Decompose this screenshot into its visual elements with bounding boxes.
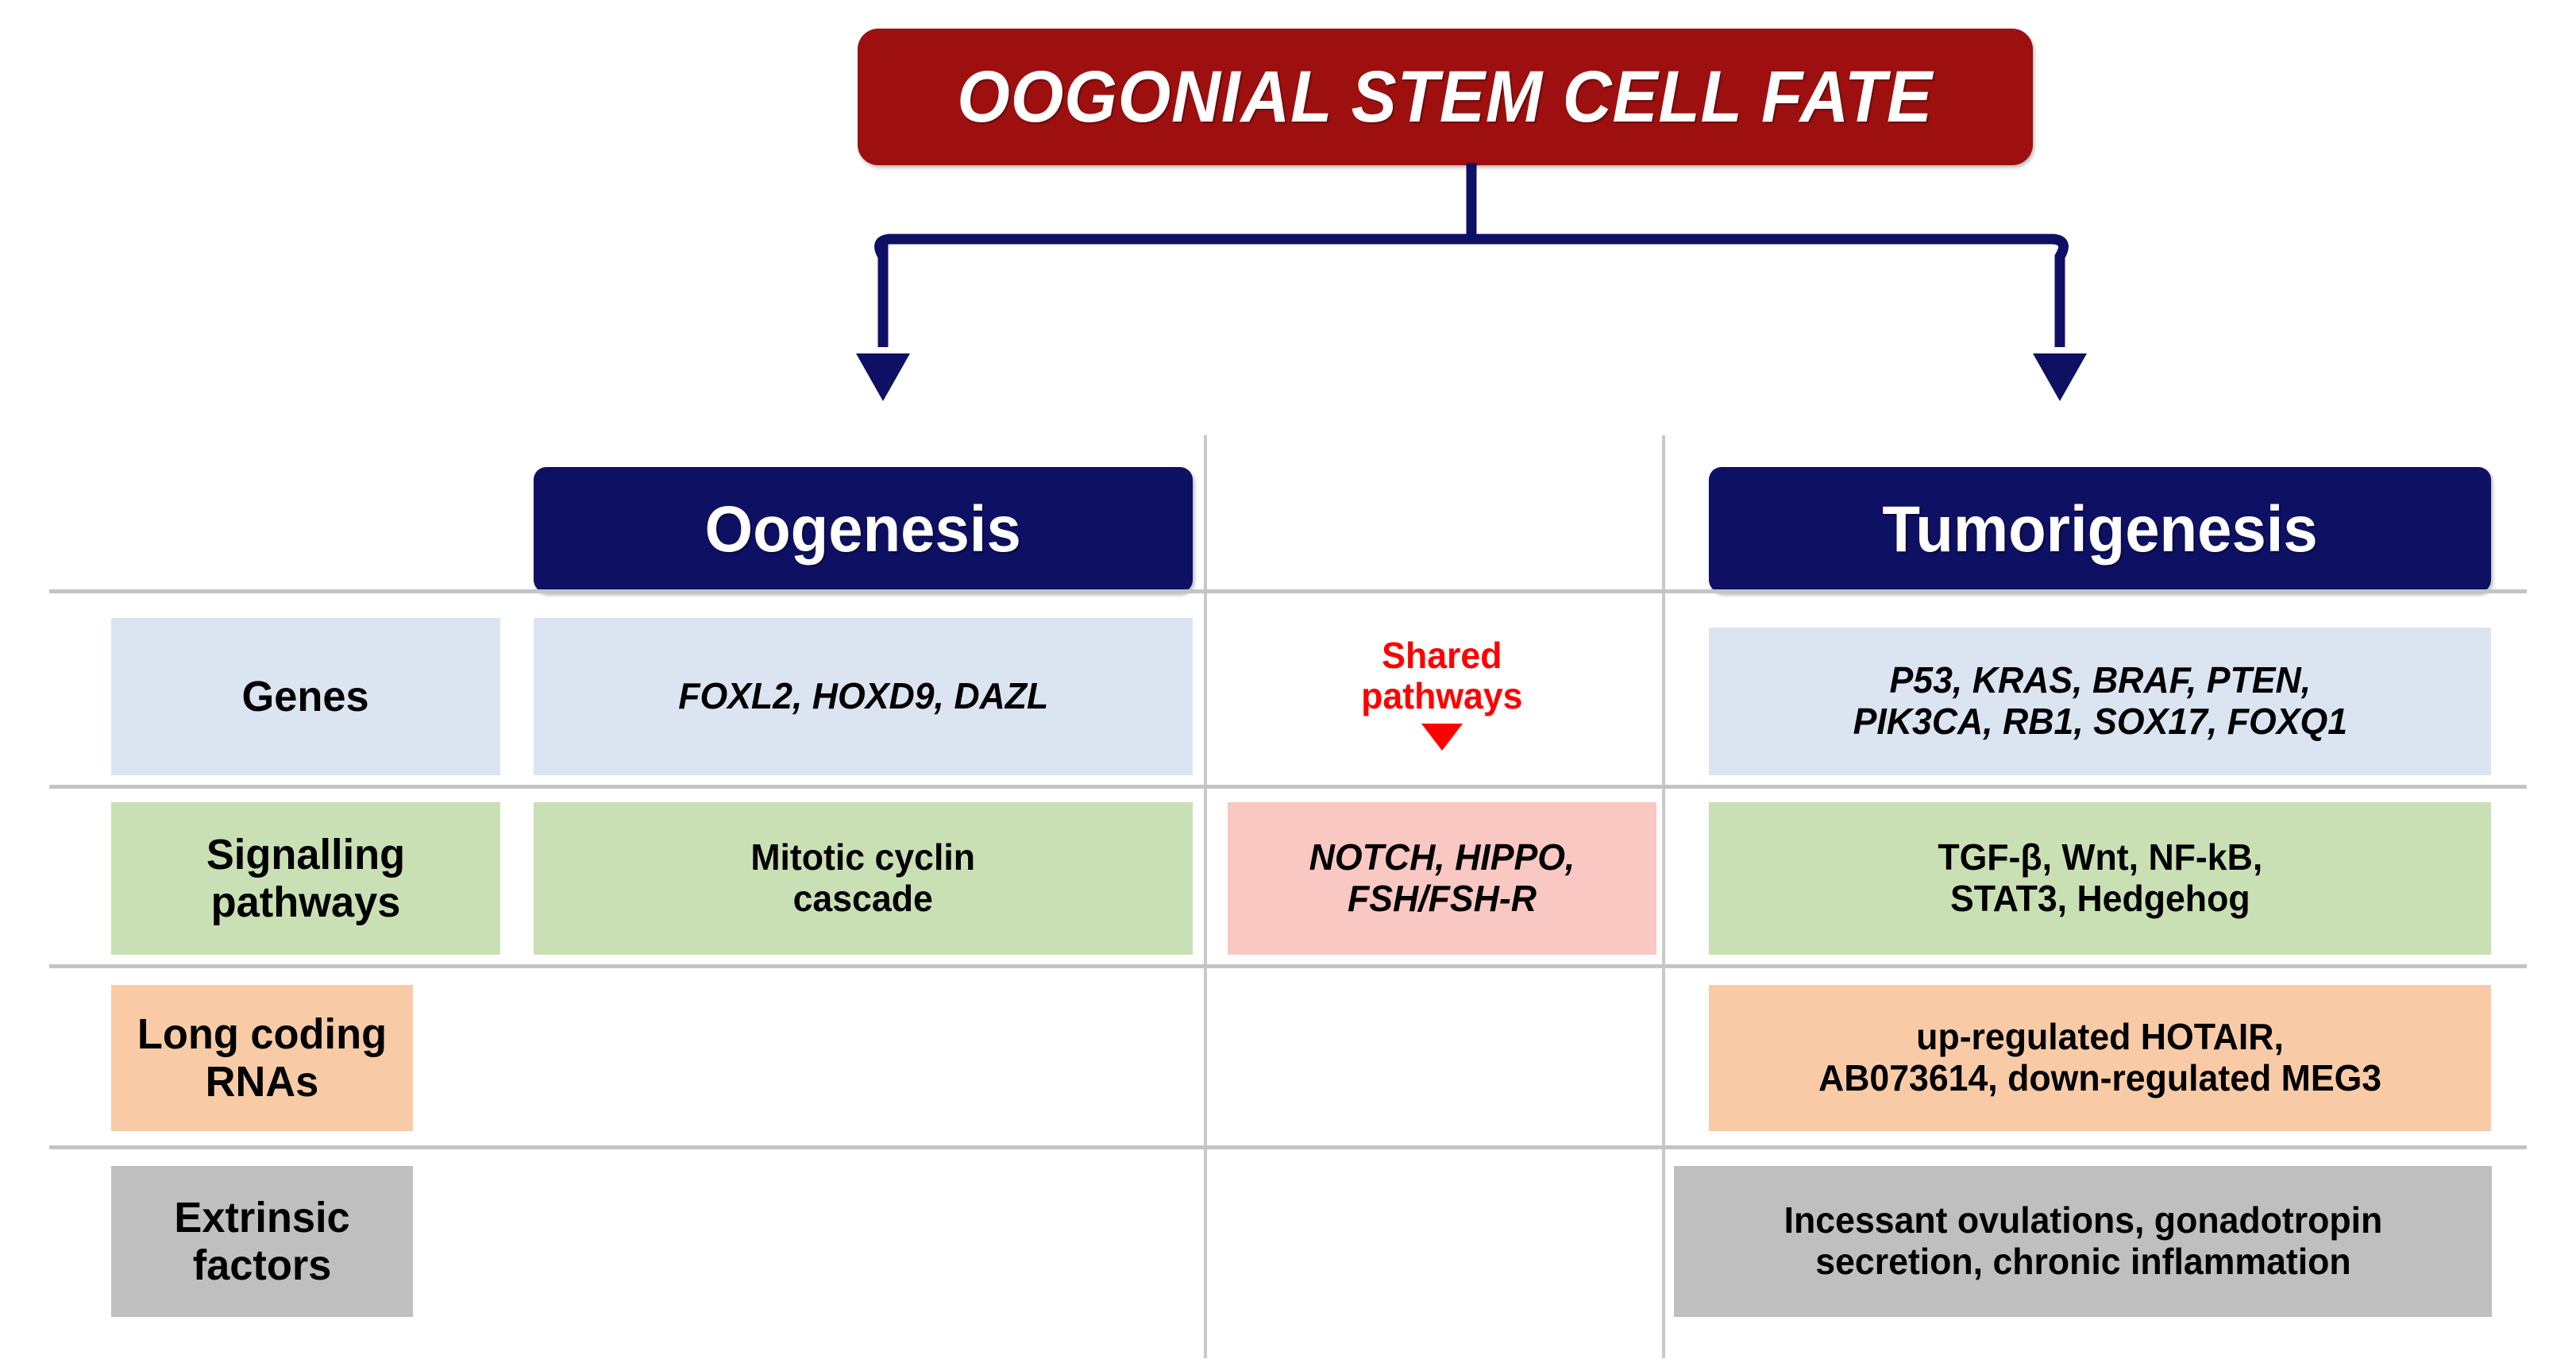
- cell-tumorigenesis-long-coding-rnas: up-regulated HOTAIR, AB073614, down-regu…: [1709, 985, 2491, 1131]
- cell-shared-signalling: NOTCH, HIPPO, FSH/FSH-R: [1228, 802, 1656, 955]
- row-label-long-coding-rnas: Long coding RNAs: [111, 985, 413, 1131]
- row-label-genes: Genes: [111, 618, 500, 775]
- column-header-oogenesis: Oogenesis: [534, 467, 1193, 593]
- cell-oogenesis-genes-text: FOXL2, HOXD9, DAZL: [677, 675, 1049, 717]
- row-label-extrinsic-line1: Extrinsic: [174, 1193, 350, 1241]
- vertical-divider-left: [1204, 435, 1207, 1358]
- cell-tumorigenesis-lncrna-text: up-regulated HOTAIR, AB073614, down-regu…: [1818, 1017, 2381, 1099]
- cell-tumorigenesis-signalling-line2: STAT3, Hedgehog: [1949, 878, 2250, 919]
- cell-tumorigenesis-signalling-line1: TGF-β, Wnt, NF-kB,: [1938, 836, 2262, 878]
- row-divider-1: [49, 785, 2527, 789]
- page-title: OOGONIAL STEM CELL FATE: [957, 56, 1934, 137]
- cell-tumorigenesis-genes-line1: P53, KRAS, BRAF, PTEN,: [1889, 659, 2311, 701]
- row-divider-2: [49, 964, 2527, 968]
- cell-oogenesis-signalling: Mitotic cyclin cascade: [534, 802, 1193, 955]
- row-label-genes-text: Genes: [241, 672, 370, 720]
- cell-tumorigenesis-extrinsic-factors: Incessant ovulations, gonadotropin secre…: [1674, 1166, 2492, 1317]
- row-label-signalling-pathways: Signalling pathways: [111, 802, 500, 955]
- row-divider-3: [49, 1145, 2527, 1149]
- column-header-oogenesis-label: Oogenesis: [704, 493, 1022, 566]
- vertical-divider-right: [1662, 435, 1665, 1358]
- row-label-extrinsic-factors: Extrinsic factors: [111, 1166, 413, 1317]
- row-divider-top: [49, 589, 2527, 593]
- row-label-lncrna-line2: RNAs: [205, 1058, 319, 1106]
- diagram-title-box: OOGONIAL STEM CELL FATE: [858, 29, 2033, 165]
- column-header-tumorigenesis: Tumorigenesis: [1709, 467, 2491, 593]
- down-triangle-icon: [1421, 724, 1463, 751]
- cell-oogenesis-signalling-line2: cascade: [792, 878, 934, 919]
- cell-tumorigenesis-extrinsic-line1: Incessant ovulations, gonadotropin: [1784, 1199, 2382, 1241]
- cell-tumorigenesis-extrinsic-line2: secretion, chronic inflammation: [1814, 1241, 2351, 1282]
- cell-tumorigenesis-signalling: TGF-β, Wnt, NF-kB, STAT3, Hedgehog: [1709, 802, 2491, 955]
- shared-pathways-annotation: Shared pathways: [1228, 635, 1656, 778]
- row-label-signalling-pathways-text: Signalling pathways: [206, 831, 405, 927]
- cell-tumorigenesis-genes-line2: PIK3CA, RB1, SOX17, FOXQ1: [1853, 701, 2347, 742]
- cell-tumorigenesis-extrinsic-text: Incessant ovulations, gonadotropin secre…: [1784, 1200, 2382, 1282]
- cell-tumorigenesis-signalling-text: TGF-β, Wnt, NF-kB, STAT3, Hedgehog: [1938, 837, 2262, 919]
- cell-shared-signalling-text: NOTCH, HIPPO, FSH/FSH-R: [1309, 836, 1575, 919]
- shared-pathways-line1: Shared: [1382, 635, 1502, 676]
- cell-tumorigenesis-lncrna-line2: AB073614, down-regulated MEG3: [1818, 1057, 2382, 1099]
- row-label-lncrna-line1: Long coding: [137, 1010, 388, 1058]
- row-label-signalling-line1: Signalling: [206, 830, 406, 878]
- shared-pathways-label: Shared pathways: [1361, 635, 1522, 716]
- cell-tumorigenesis-lncrna-line1: up-regulated HOTAIR,: [1916, 1016, 2284, 1058]
- cell-oogenesis-signalling-line1: Mitotic cyclin: [750, 836, 976, 878]
- column-header-tumorigenesis-label: Tumorigenesis: [1882, 493, 2318, 566]
- cell-tumorigenesis-genes: P53, KRAS, BRAF, PTEN, PIK3CA, RB1, SOX1…: [1709, 627, 2491, 775]
- split-arrow-connector-icon: [856, 163, 2087, 401]
- row-label-extrinsic-line2: factors: [192, 1241, 332, 1289]
- row-label-long-coding-rnas-text: Long coding RNAs: [137, 1010, 387, 1106]
- shared-pathways-line2: pathways: [1361, 674, 1523, 716]
- cell-oogenesis-signalling-text: Mitotic cyclin cascade: [751, 837, 976, 919]
- row-label-extrinsic-factors-text: Extrinsic factors: [174, 1194, 349, 1290]
- cell-tumorigenesis-genes-text: P53, KRAS, BRAF, PTEN, PIK3CA, RB1, SOX1…: [1853, 660, 2347, 742]
- cell-oogenesis-genes: FOXL2, HOXD9, DAZL: [534, 618, 1193, 775]
- row-label-signalling-line2: pathways: [210, 878, 401, 926]
